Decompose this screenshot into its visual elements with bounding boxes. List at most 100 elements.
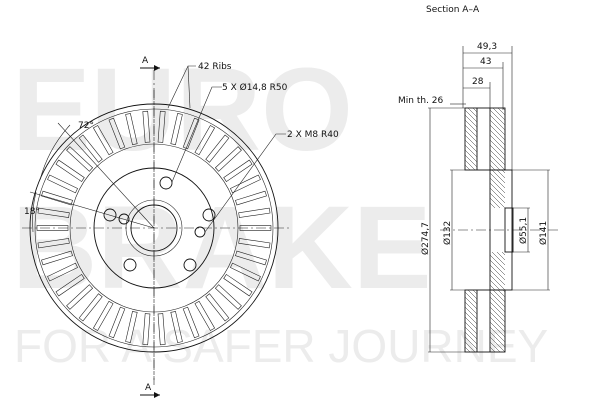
hatch-line [489,301,506,318]
watermark-line1: EURO [12,44,353,176]
hatch-line [464,159,476,171]
hatch-line [464,306,478,320]
section-hatching [464,107,506,353]
hatch-line [464,336,478,350]
section-view: Section A–A 49,3 43 28 Min th. 26 [398,5,560,353]
section-arrowhead-bottom [154,392,160,398]
hatch-line [464,119,478,133]
hatch-line [489,346,496,353]
section-mark-bottom: A [145,383,152,393]
hatch-line [489,202,496,209]
hatch-line [497,289,506,298]
hatch-line [489,109,506,126]
vent-rib [223,274,253,297]
vent-rib [230,262,261,282]
vent-rib [125,310,138,343]
thread-label: 2 X M8 R40 [287,130,339,140]
bolt-hole [202,208,216,222]
hatch-line [464,124,478,138]
vent-rib [205,293,230,322]
dim-49-label: 49,3 [477,42,497,52]
vent-rib [47,262,78,282]
hatch-line [489,254,506,271]
vent-rib [182,117,200,150]
hatch-line [489,164,496,171]
hatch-line [489,306,506,323]
angle-18-label: 18° [24,207,40,217]
vent-rib [108,306,126,339]
hatch-line [491,251,506,266]
hatch-line [464,154,478,168]
vent-rib [194,125,216,156]
hatch-line [489,114,506,131]
hatch-line [467,107,478,118]
hatch-line [489,284,496,291]
thread-hole [118,213,130,225]
vent-rib [66,284,94,310]
hatch-line [489,177,506,194]
front-view: A A 72° 18° 42 Ribs 5 X Ø14,8 [22,56,339,398]
dia-141-label: Ø141 [538,221,549,245]
hatch-line [489,187,506,204]
hatch-line [497,107,506,116]
hatch-line [489,124,506,141]
vent-rib [55,159,85,182]
hatch-line [472,289,478,295]
hatch-line [489,341,501,353]
hatch-line [464,331,478,345]
hatch-line [464,301,478,315]
hatch-line [502,289,506,293]
vent-rib [182,306,200,339]
dim-28-label: 28 [472,77,484,87]
bolt-hole-leader [171,86,222,183]
hatch-line [496,169,506,179]
vent-rib [205,134,230,163]
vent-rib [214,146,242,172]
hatch-line [489,144,506,161]
hub-bore [130,204,178,252]
angle-arc-72 [39,124,71,181]
hatch-line [464,149,478,163]
hatch-line [489,119,506,136]
bolt-hole [103,208,117,222]
hatch-line [489,192,506,209]
hatch-line [464,326,478,340]
vent-rib [194,300,216,331]
bolt-hole [123,258,137,272]
vent-rib [239,225,272,231]
hatch-line [489,321,506,338]
hatch-line [464,316,478,330]
hatch-line [464,114,478,128]
watermark-line2: BRAKE [12,182,432,314]
hatch-line [464,291,478,305]
hatch-line [489,331,506,348]
vent-inner-circle [69,143,239,313]
vent-rib [238,207,271,218]
hatch-line [501,169,506,174]
hatch-line [489,274,506,291]
hat-outer-circle [93,167,215,289]
vent-rib [55,274,85,297]
hatch-line [464,341,476,353]
hatch-line [464,346,471,353]
hatch-line [464,321,478,335]
bolt-hole [159,176,173,190]
vent-rib [157,110,166,143]
hatch-line [489,264,506,281]
hatch-line [491,169,506,184]
vent-rib [142,110,151,143]
vent-rib [170,113,183,146]
vent-rib [235,250,267,266]
dia-bore-label: Ø55,1 [518,217,529,244]
hatch-line [502,107,506,111]
hub-bore-outer [125,199,183,257]
vent-rib [41,250,73,266]
hatch-line [464,164,471,171]
hatch-line [464,129,478,143]
bolt-hole [183,258,197,272]
hatch-line [489,279,501,291]
vent-rib [238,238,271,249]
hatch-line [489,296,506,313]
hatch-line [489,311,506,328]
